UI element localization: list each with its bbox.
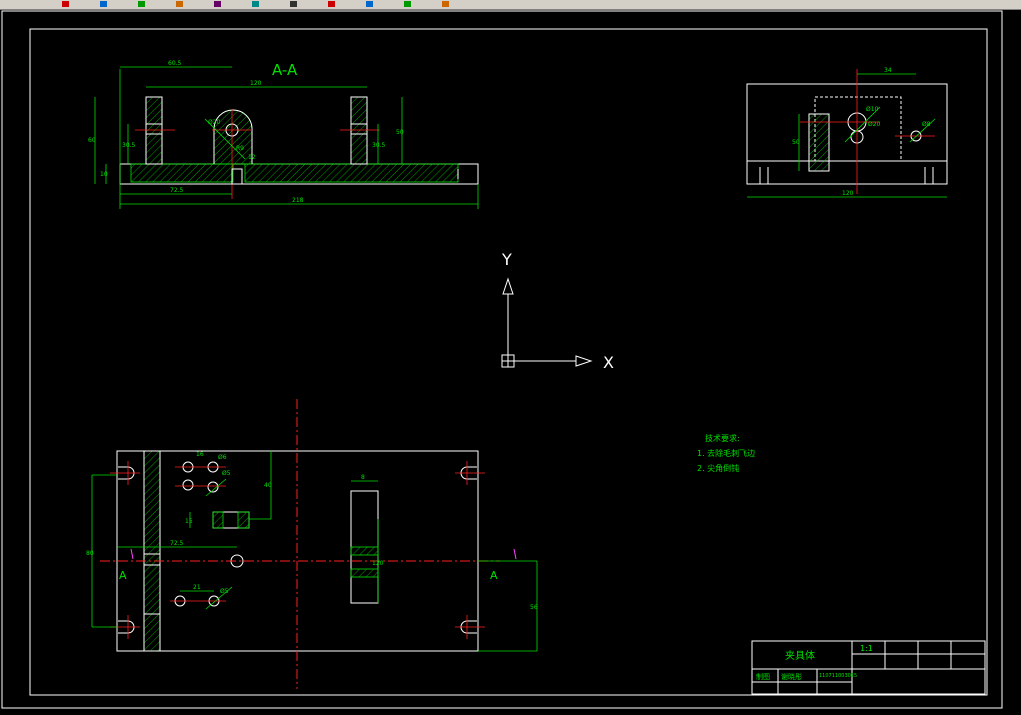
person: 谢晓彤 — [781, 672, 802, 681]
dim-right-h: 30.5 — [372, 142, 386, 149]
notes-heading: 技术要求: — [705, 433, 740, 443]
dim-hole-w: 12 — [248, 154, 256, 161]
drawing-canvas[interactable]: A-A 60.5 120 60 30.5 10 — [0, 9, 1021, 715]
plan-dim-d5: 40 — [264, 482, 272, 489]
plan-dim-d12: 80 — [86, 550, 94, 557]
dim-left-small: 10 — [100, 171, 108, 178]
side-dim-bottom: 120 — [842, 190, 854, 197]
section-title: A-A — [272, 61, 298, 79]
side-dim-hole-c: Ø8 — [922, 121, 931, 128]
save-icon[interactable] — [138, 1, 145, 7]
paste-icon[interactable] — [290, 1, 297, 7]
undo-icon[interactable] — [328, 1, 335, 7]
new-icon[interactable] — [62, 1, 69, 7]
plan-dim-d3: Ø5 — [222, 470, 231, 477]
plan-dim-d9: 21 — [193, 584, 201, 591]
side-dim-left: 50 — [792, 139, 800, 146]
plan-dim-d8: 120 — [372, 560, 384, 567]
redo-icon[interactable] — [366, 1, 373, 7]
dim-top-left: 60.5 — [168, 60, 182, 67]
plan-dim-d7: 8 — [361, 474, 365, 481]
dim-bot-left: 72.5 — [170, 187, 184, 194]
copy-icon[interactable] — [252, 1, 259, 7]
dim-top-mid: 120 — [250, 80, 262, 87]
plan-dim-d4: 15 — [185, 518, 193, 525]
plan-dim-d11: 56 — [530, 604, 538, 611]
dim-left-h: 60 — [88, 137, 96, 144]
inner-border — [29, 28, 988, 696]
notes-item-1: 1. 去除毛刺飞边 — [697, 448, 755, 458]
side-dim-hole-b: Ø20 — [868, 121, 881, 128]
toolbar — [0, 0, 1021, 10]
plan-dim-d2: Ø6 — [218, 454, 227, 461]
section-mark-right: A — [490, 569, 498, 582]
technical-notes: 技术要求: 1. 去除毛刺飞边 2. 尖角倒钝 — [697, 433, 755, 473]
layer-icon[interactable] — [442, 1, 449, 7]
side-view[interactable]: 34 50 Ø10 Ø20 Ø8 120 — [746, 67, 948, 198]
zoom-icon[interactable] — [404, 1, 411, 7]
notes-item-2: 2. 尖角倒钝 — [697, 463, 739, 473]
side-dim-top: 34 — [884, 67, 892, 74]
dim-left-h2: 30.5 — [122, 142, 136, 149]
dim-bot-total: 218 — [292, 197, 304, 204]
section-view-a-a[interactable]: A-A 60.5 120 60 30.5 10 — [88, 60, 479, 209]
dim-right-h2: 50 — [396, 129, 404, 136]
part-name: 夹具体 — [785, 649, 815, 662]
ucs-y-label: Y — [501, 250, 512, 269]
open-icon[interactable] — [100, 1, 107, 7]
role: 制图 — [756, 672, 770, 681]
drawing-code: 110711003015 — [819, 673, 857, 679]
ucs-x-label: X — [603, 353, 614, 372]
plan-dim-d6: 72.5 — [170, 540, 184, 547]
plan-view[interactable]: A A 40 16 Ø6 Ø5 15 72.5 8 120 21 Ø5 56 8… — [86, 399, 538, 689]
title-block[interactable]: 夹具体 1:1 制图 谢晓彤 110711003015 — [751, 640, 986, 695]
plan-dim-d1: 16 — [196, 451, 204, 458]
plan-dim-d10: Ø5 — [220, 588, 229, 595]
dim-hole-r: R9 — [236, 145, 244, 152]
side-dim-hole-a: Ø10 — [866, 106, 879, 113]
dim-hole-d: Ø20 — [208, 119, 221, 126]
ucs-icon: Y X — [501, 250, 614, 372]
scale: 1:1 — [860, 644, 873, 653]
print-icon[interactable] — [176, 1, 183, 7]
cut-icon[interactable] — [214, 1, 221, 7]
section-mark-left: A — [119, 569, 127, 582]
outer-border — [1, 10, 1003, 709]
